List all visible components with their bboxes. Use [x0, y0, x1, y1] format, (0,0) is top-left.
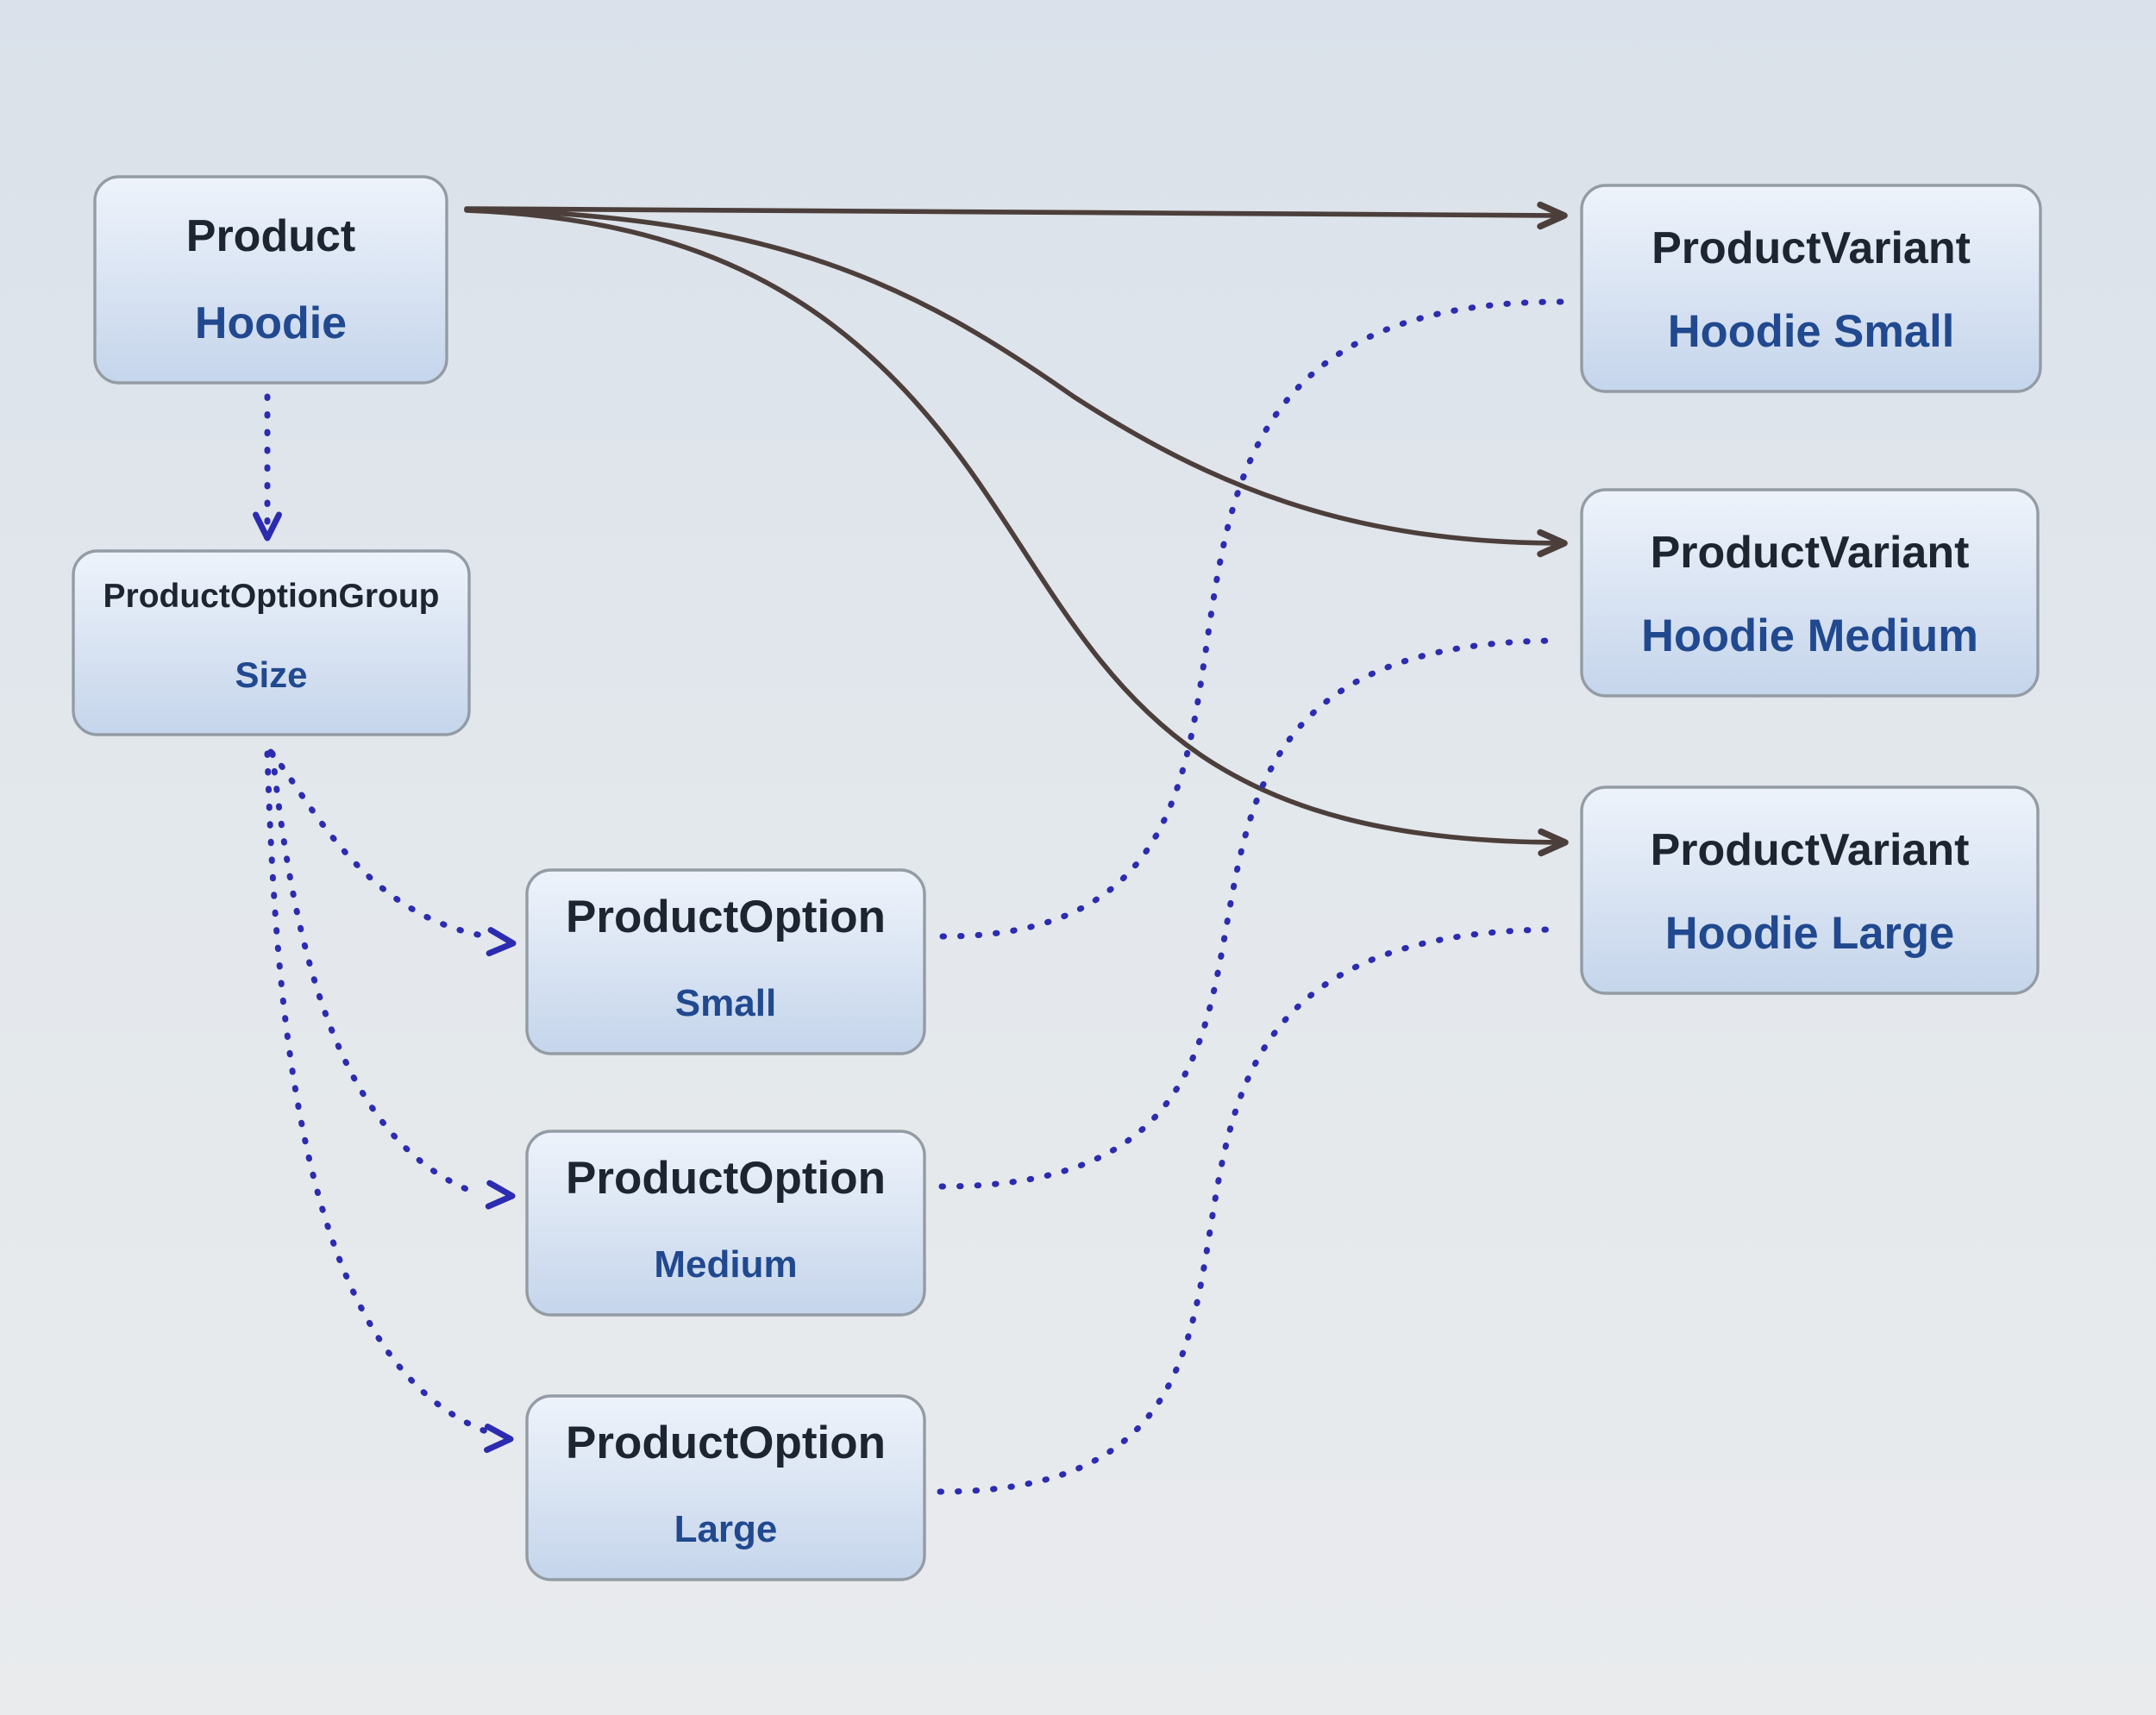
- svg-text:Hoodie Large: Hoodie Large: [1665, 908, 1954, 959]
- svg-text:ProductOption: ProductOption: [566, 892, 886, 942]
- svg-text:ProductVariant: ProductVariant: [1651, 825, 1970, 875]
- svg-text:Small: Small: [675, 982, 776, 1024]
- svg-text:Hoodie Medium: Hoodie Medium: [1641, 610, 1978, 661]
- svg-text:Medium: Medium: [654, 1243, 797, 1286]
- svg-text:ProductVariant: ProductVariant: [1651, 223, 1971, 273]
- svg-text:Hoodie Small: Hoodie Small: [1668, 306, 1955, 357]
- svg-text:Hoodie: Hoodie: [195, 298, 347, 348]
- svg-text:ProductOptionGroup: ProductOptionGroup: [103, 578, 440, 615]
- svg-text:ProductOption: ProductOption: [566, 1418, 886, 1468]
- svg-text:ProductOption: ProductOption: [566, 1153, 886, 1204]
- svg-text:Size: Size: [235, 654, 307, 695]
- svg-text:ProductVariant: ProductVariant: [1651, 528, 1970, 578]
- svg-text:Product: Product: [186, 211, 355, 261]
- svg-text:Large: Large: [674, 1508, 778, 1550]
